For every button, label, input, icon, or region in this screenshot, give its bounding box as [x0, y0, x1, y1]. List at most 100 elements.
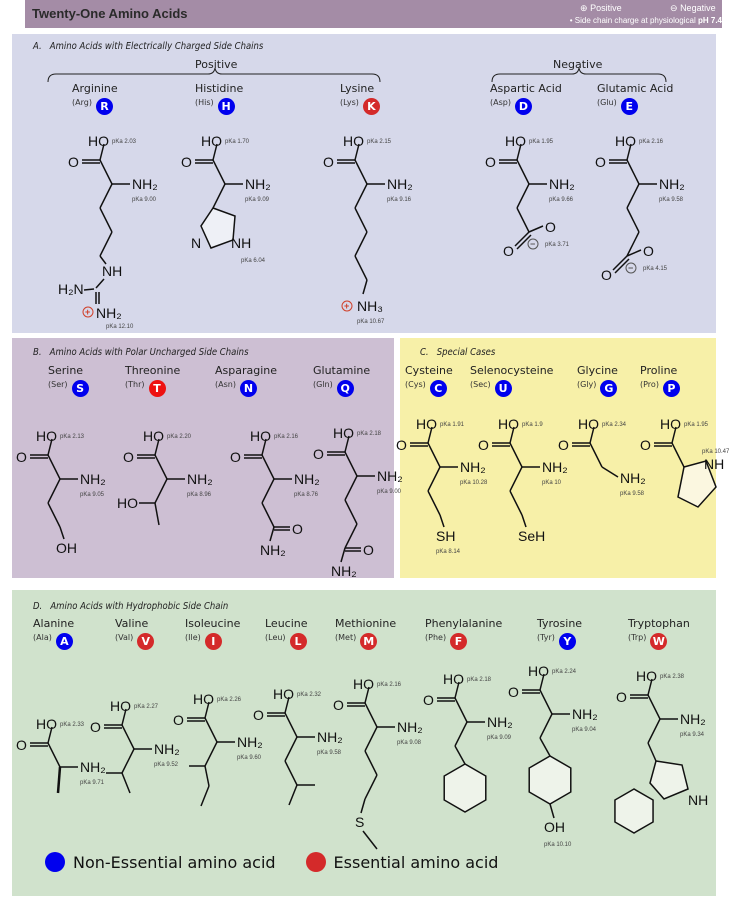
hydroxyl-label: HO	[578, 416, 599, 432]
bond	[154, 478, 168, 504]
bond	[154, 502, 160, 526]
bond	[344, 435, 350, 453]
amino-acid-name: Alanine	[33, 617, 75, 630]
bond	[284, 760, 298, 786]
guanidine-nh-label: NH	[102, 263, 122, 279]
bond	[516, 159, 530, 185]
abbr-row: (Glu)E	[597, 95, 673, 115]
pka-amine: pKa 9.58	[620, 491, 645, 497]
amine-label: NH₂	[377, 468, 403, 484]
carbonyl-label: O	[323, 154, 334, 170]
abbr-row: (Ala)A	[33, 630, 74, 650]
hydroxyl-label: HO	[250, 428, 271, 444]
guanidine-h2n-label: H₂N	[58, 281, 84, 297]
section-d-label: D.	[33, 601, 43, 612]
non-essential-badge: Q	[336, 380, 354, 397]
abbr-row: (Arg)R	[72, 95, 118, 115]
section-c-title: Special Cases	[436, 347, 496, 358]
pka-carboxyl: pKa 2.18	[357, 431, 382, 437]
bond	[340, 547, 346, 563]
bond	[362, 830, 378, 850]
carbonyl-label: O	[16, 737, 27, 753]
amino-acid-name: Methionine	[335, 617, 397, 630]
carboxylate-o-double-label: O	[503, 243, 514, 259]
bond	[521, 514, 527, 528]
bond	[47, 742, 61, 768]
section-b-title: Amino Acids with Polar Uncharged Side Ch…	[49, 347, 249, 358]
amino-acid-label-histidine: Histidine(His)H	[195, 82, 243, 115]
amine-label: NH₂	[487, 714, 513, 730]
carbonyl-label: O	[508, 684, 519, 700]
hydroxyl-label: HO	[143, 428, 164, 444]
non-essential-badge: A	[55, 633, 73, 650]
carbonyl-label: O	[173, 712, 184, 728]
hydroxyl-label: HO	[36, 428, 57, 444]
amino-acid-name: Histidine	[195, 82, 244, 95]
bond	[626, 143, 632, 161]
amine-label: NH₂	[154, 741, 180, 757]
bond	[261, 502, 275, 528]
carbonyl-label: O	[396, 437, 407, 453]
legend-negative: ⊖ Negative	[670, 3, 716, 14]
carbonyl-label: O	[640, 437, 651, 453]
abbr-row: (His)H	[195, 95, 243, 115]
section-a-title: Amino Acids with Electrically Charged Si…	[49, 41, 264, 52]
bond	[427, 442, 441, 468]
pka-carboxyl: pKa 2.03	[112, 139, 137, 145]
essential-badge: V	[137, 633, 155, 650]
non-essential-badge: C	[429, 380, 447, 397]
bond	[454, 681, 460, 699]
bond	[626, 249, 642, 257]
amino-acid-abbr: (Lys)	[340, 97, 359, 107]
pka-amine: pKa 9.16	[387, 197, 412, 203]
amino-acid-abbr: (Tyr)	[537, 632, 555, 642]
essential-badge: M	[360, 633, 378, 650]
bond	[56, 766, 62, 794]
legend-note-text: • Side chain charge at physiological	[569, 16, 698, 25]
section-b-label: B.	[33, 347, 42, 358]
bond	[354, 143, 360, 161]
bond	[354, 207, 368, 233]
amino-acid-label-isoleucine: Isoleucine(Ile)I	[185, 617, 240, 650]
legend-negative-label: Negative	[680, 3, 716, 13]
carbonyl-label: O	[333, 697, 344, 713]
hydroxyl-label: HO	[443, 671, 464, 687]
benzene-ring-icon	[528, 755, 572, 805]
pka-carboxyl: pKa 1.70	[225, 139, 250, 145]
bond	[539, 713, 553, 739]
bond	[121, 724, 135, 750]
legend-positive-label: Positive	[590, 3, 622, 13]
carbonyl-label: O	[253, 707, 264, 723]
essential-badge: F	[450, 633, 468, 650]
amino-acid-abbr: (Met)	[335, 632, 357, 642]
bond	[261, 478, 275, 504]
amino-acid-abbr: (Cys)	[405, 379, 426, 389]
bond	[288, 784, 298, 806]
abbr-row: (Ser)S	[48, 377, 89, 397]
essential-badge: T	[148, 380, 166, 397]
amino-acid-abbr: (Gly)	[577, 379, 597, 389]
bond	[344, 499, 358, 525]
bond	[514, 231, 530, 247]
bond	[362, 279, 368, 295]
pyrrolidine-ring-icon	[677, 460, 717, 508]
essential-badge: L	[289, 633, 307, 650]
abbr-row: (Thr)T	[125, 377, 180, 397]
page-title: Twenty-One Amino Acids	[32, 6, 188, 21]
bond	[204, 765, 210, 787]
amino-acid-label-glutamic-acid: Glutamic Acid(Glu)E	[597, 82, 673, 115]
bond	[364, 750, 378, 776]
amino-acid-abbr: (Leu)	[265, 632, 286, 642]
bond	[427, 466, 441, 492]
bond	[154, 454, 168, 480]
legend-positive: ⊕ Positive	[580, 3, 622, 14]
bond	[354, 159, 368, 185]
carbonyl-label: O	[123, 449, 134, 465]
amino-acid-label-glycine: Glycine(Gly)G	[577, 364, 618, 397]
bond	[47, 726, 53, 744]
bond	[516, 207, 530, 233]
amino-acid-name: Glycine	[577, 364, 618, 377]
section-c-label: C.	[420, 347, 429, 358]
amino-acid-abbr: (Val)	[115, 632, 134, 642]
